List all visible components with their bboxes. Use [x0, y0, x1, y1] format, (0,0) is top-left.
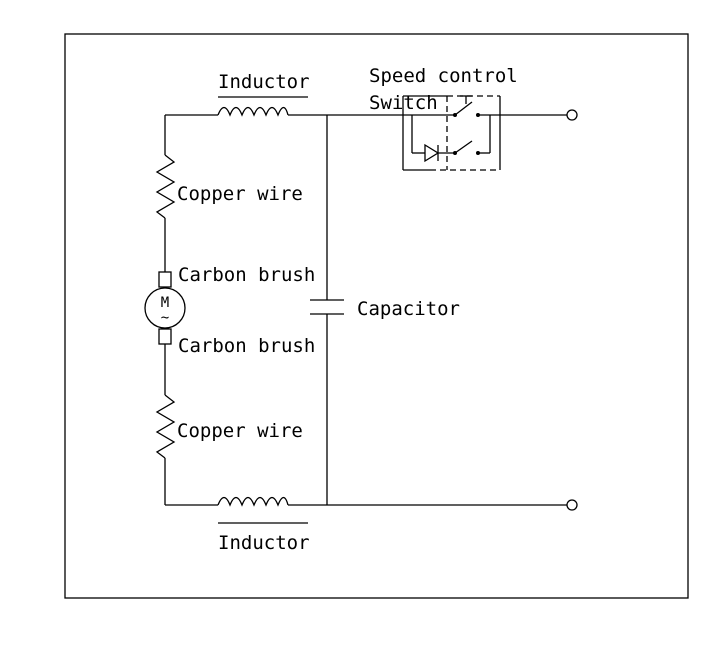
- terminal-bottom: [566, 499, 578, 511]
- label-speed-control: Speed control: [369, 65, 518, 87]
- inductor-top: [217, 106, 289, 117]
- label-carbon-brush-top: Carbon brush: [178, 264, 315, 286]
- resistor-copper-wire-bottom: [155, 394, 176, 459]
- speed-control-switch: [402, 95, 501, 171]
- motor-letter: M: [161, 295, 169, 311]
- terminal-top: [566, 109, 578, 121]
- carbon-brush-bottom: [158, 328, 172, 345]
- label-carbon-brush-bottom: Carbon brush: [178, 335, 315, 357]
- inductor-bottom: [217, 496, 289, 507]
- diagram-frame: [64, 33, 689, 599]
- label-inductor-top: Inductor: [218, 71, 310, 93]
- label-inductor-bottom: Inductor: [218, 532, 310, 554]
- label-switch: Switch: [369, 92, 438, 114]
- motor-tilde: ~: [161, 310, 169, 326]
- label-capacitor: Capacitor: [357, 298, 460, 320]
- carbon-brush-top: [158, 271, 172, 288]
- motor-symbol: [144, 287, 186, 329]
- label-copper-wire-top: Copper wire: [177, 183, 303, 205]
- label-copper-wire-bottom: Copper wire: [177, 420, 303, 442]
- resistor-copper-wire-top: [155, 154, 176, 219]
